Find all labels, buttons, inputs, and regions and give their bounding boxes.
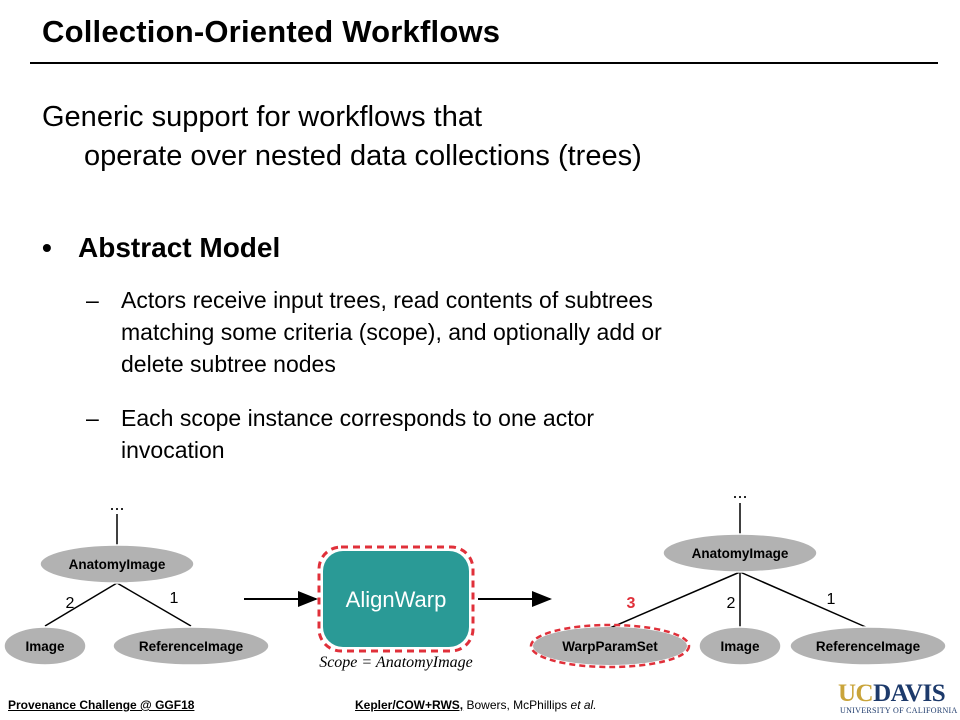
right-root-label: AnatomyImage [692,546,789,561]
footer-credits: Kepler/COW+RWS, Bowers, McPhillips et al… [355,698,597,712]
right-ellipsis: ... [732,482,747,502]
new-node-highlight [529,623,691,669]
subpoint-1-line-3: delete subtree nodes [121,351,336,377]
ucdavis-logo: UCDAVIS UNIVERSITY OF CALIFORNIA [838,680,957,718]
logo-uc: UC [838,680,874,707]
footer-left: Provenance Challenge @ GGF18 [8,698,195,712]
intro-line-2: operate over nested data collections (tr… [84,140,642,172]
subpoint-2-line-1: Each scope instance corresponds to one a… [121,405,595,431]
subpoint-1-line-1: Actors receive input trees, read content… [121,287,653,313]
right-edge-reference [739,571,869,629]
title-divider [30,62,938,64]
right-image-node [698,626,782,666]
logo-davis: DAVIS [873,680,946,707]
footer-project: Kepler/COW+RWS, [355,698,464,712]
actor-box [323,551,469,647]
right-edge-label-2: 2 [727,595,736,612]
bullet-dot: • [42,232,52,263]
bullet-label: Abstract Model [78,232,281,263]
subpoint-1-line-2: matching some criteria (scope), and opti… [121,319,662,345]
logo-subtitle: UNIVERSITY OF CALIFORNIA [840,706,958,715]
left-reference-node [112,626,270,666]
left-edge-label-1: 1 [170,590,179,607]
right-warpparamset-node [533,627,687,665]
input-tree: ... AnatomyImage 2 1 Image ReferenceImag… [3,494,270,666]
logo-wordmark: UCDAVIS [838,680,946,708]
left-root-node [39,544,195,584]
right-edge-label-3: 3 [627,595,636,612]
left-edge-image [44,582,118,627]
scope-label: Scope = AnatomyImage [319,654,473,671]
left-ellipsis: ... [109,494,124,514]
right-warpparamset-label: WarpParamSet [562,639,658,654]
subpoint-dash: – [86,287,99,313]
slide-title: Collection-Oriented Workflows [42,14,501,49]
bullet-abstract-model: • Abstract Model [42,232,280,264]
output-tree: ... AnatomyImage 3 2 1 WarpParamSet Imag… [529,482,947,669]
right-edge-warp [609,571,741,629]
right-image-label: Image [720,639,760,654]
left-edge-label-2: 2 [66,595,75,612]
subpoint-dash: – [86,405,99,431]
actor-label: AlignWarp [346,587,447,612]
left-image-label: Image [25,639,65,654]
left-reference-label: ReferenceImage [139,639,244,654]
subpoint-2-line-2: invocation [121,437,225,463]
left-root-label: AnatomyImage [69,557,166,572]
tree-transform-diagram: ... AnatomyImage 2 1 Image ReferenceImag… [3,482,947,671]
intro-text: Generic support for workflows that opera… [42,98,642,176]
alignwarp-actor: AlignWarp Scope = AnatomyImage [317,545,475,671]
left-edge-reference [116,582,192,627]
right-reference-node [789,626,947,666]
right-root-node [662,533,818,573]
right-reference-label: ReferenceImage [816,639,921,654]
actor-scope-highlight [317,545,475,653]
footer-authors: Bowers, McPhillips [463,698,571,712]
footer-etal: et al. [570,698,597,712]
intro-line-1: Generic support for workflows that [42,101,483,133]
right-edge-label-1: 1 [827,591,836,608]
left-image-node [3,626,87,666]
